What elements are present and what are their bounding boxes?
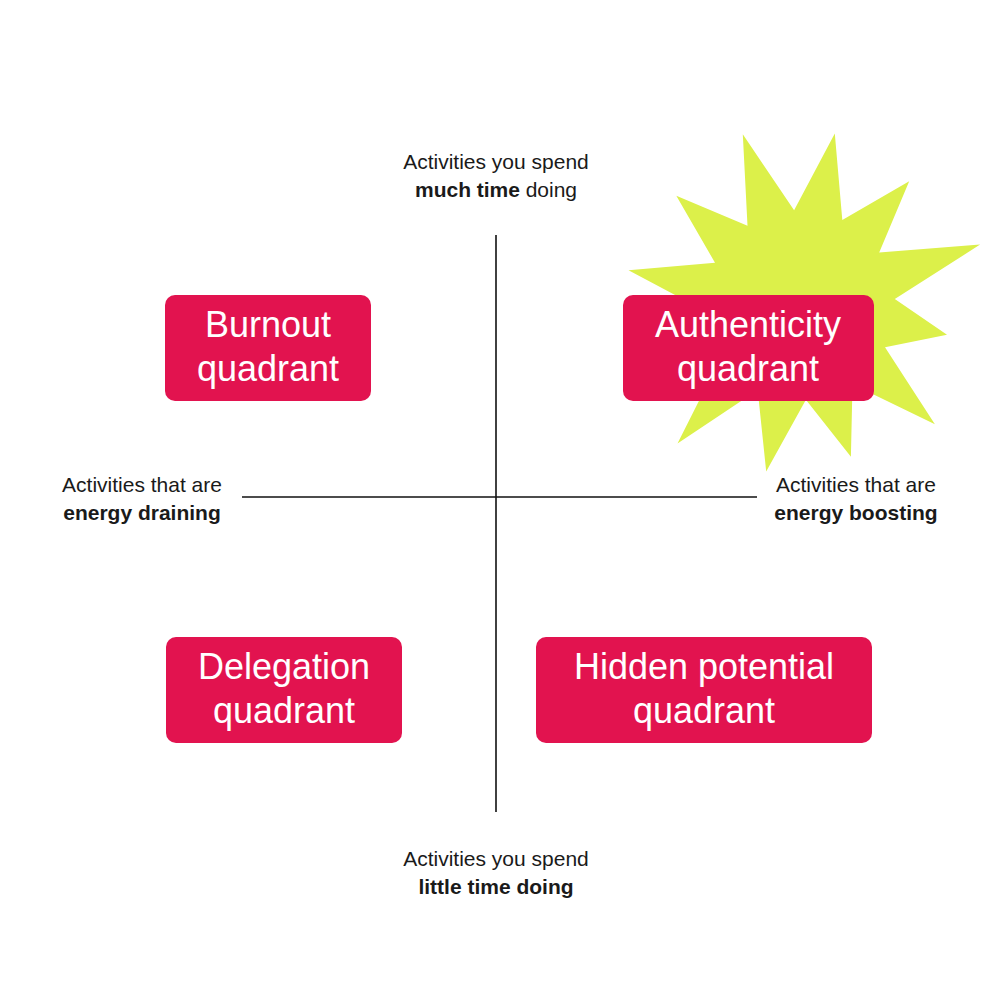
- delegation-box: Delegation quadrant: [166, 637, 402, 743]
- axis-label: little time doing: [418, 875, 573, 898]
- authenticity-box: Authenticity quadrant: [623, 295, 874, 401]
- axis-label: Activities that are: [62, 473, 222, 496]
- label-line: little time doing: [403, 873, 589, 901]
- axis-label: Activities you spend: [403, 150, 589, 173]
- label-line: Activities you spend: [403, 148, 589, 176]
- quadrant-label: Hidden potential quadrant: [554, 645, 854, 733]
- label-line: Activities that are: [62, 471, 222, 499]
- top-axis-label: Activities you spend much time doing: [403, 148, 589, 204]
- label-line: Activities you spend: [403, 845, 589, 873]
- right-axis-label: Activities that are energy boosting: [774, 471, 937, 527]
- vertical-axis: [495, 235, 497, 812]
- left-axis-label: Activities that are energy draining: [62, 471, 222, 527]
- axis-label: Activities you spend: [403, 847, 589, 870]
- label-line: much time doing: [403, 176, 589, 204]
- bottom-axis-label: Activities you spend little time doing: [403, 845, 589, 901]
- label-line: Activities that are: [774, 471, 937, 499]
- hidden-potential-box: Hidden potential quadrant: [536, 637, 872, 743]
- horizontal-axis: [242, 496, 757, 498]
- quadrant-label: Authenticity quadrant: [641, 303, 856, 391]
- axis-label: doing: [526, 178, 577, 201]
- axis-label: energy boosting: [774, 501, 937, 524]
- label-line: energy draining: [62, 499, 222, 527]
- axis-label: Activities that are: [776, 473, 936, 496]
- quadrant-label: Delegation quadrant: [184, 645, 384, 733]
- axis-label: much time: [415, 178, 520, 201]
- axis-label: energy draining: [63, 501, 221, 524]
- quadrant-label: Burnout quadrant: [183, 303, 353, 391]
- label-line: energy boosting: [774, 499, 937, 527]
- burnout-box: Burnout quadrant: [165, 295, 371, 401]
